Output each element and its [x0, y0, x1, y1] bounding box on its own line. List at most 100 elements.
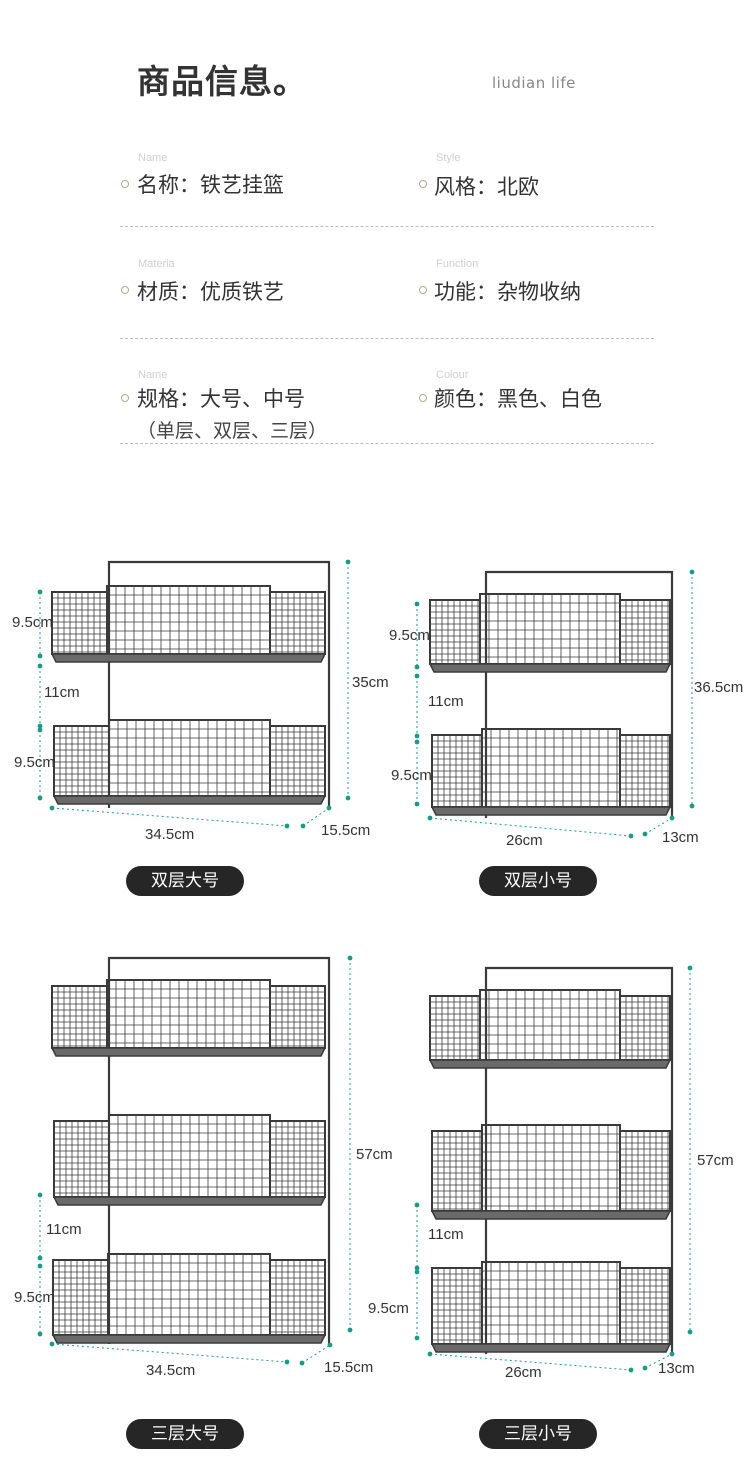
- product-label-pill: 三层大号: [126, 1419, 244, 1449]
- product-label-pill: 双层小号: [479, 866, 597, 896]
- dimension-dot: [414, 673, 420, 679]
- dimension-dot: [687, 965, 693, 971]
- dimension-dot: [37, 653, 43, 659]
- spec-size-sub: （单层、双层、三层）: [137, 420, 328, 442]
- dimension-dot: [284, 1359, 290, 1365]
- dimension-line: [429, 817, 632, 837]
- dimension-dot: [414, 664, 420, 670]
- dim-label: 34.5cm: [146, 1362, 196, 1379]
- basket-side-panel: [269, 1120, 326, 1198]
- label-en-size: Name: [138, 369, 168, 381]
- dimension-dot: [414, 1265, 420, 1271]
- spec-name: 名称：铁艺挂篮: [137, 173, 284, 197]
- bullet-icon: [121, 286, 129, 294]
- dimension-dot: [669, 1351, 675, 1357]
- basket-side-panel: [269, 725, 326, 797]
- dimension-dot: [414, 1335, 420, 1341]
- dim-label: 57cm: [697, 1152, 734, 1169]
- basket-base: [50, 653, 327, 663]
- dimension-dot: [299, 1360, 305, 1366]
- dimension-line: [301, 1344, 331, 1364]
- spec-function: 功能：杂物收纳: [434, 280, 581, 304]
- dimension-dot: [347, 955, 353, 961]
- dim-label: 9.5cm: [12, 614, 53, 631]
- basket-base: [430, 1210, 672, 1220]
- dimension-line: [302, 807, 330, 827]
- basket-side-panel: [52, 1259, 109, 1336]
- dimension-line: [644, 817, 673, 835]
- dim-label: 11cm: [428, 1226, 464, 1243]
- dimension-dot: [414, 733, 420, 739]
- dimension-dot: [327, 1342, 333, 1348]
- dim-label: 13cm: [662, 829, 699, 846]
- dimension-dot: [37, 727, 43, 733]
- dimension-dot: [689, 569, 695, 575]
- dim-label: 26cm: [505, 1364, 542, 1381]
- dimension-dot: [347, 1327, 353, 1333]
- dimension-line: [51, 1343, 288, 1363]
- dimension-dot: [37, 1255, 43, 1261]
- basket-side-panel: [53, 725, 110, 797]
- dim-label: 26cm: [506, 832, 543, 849]
- basket-side-panel: [429, 599, 481, 665]
- basket-side-panel: [269, 985, 326, 1049]
- label-en-function: Function: [436, 258, 479, 270]
- dimension-line: [51, 807, 288, 827]
- dimension-dot: [689, 803, 695, 809]
- basket-side-panel: [51, 591, 108, 655]
- dim-label: 11cm: [428, 693, 464, 710]
- basket-front-panel: [106, 979, 271, 1049]
- dim-label: 9.5cm: [391, 767, 432, 784]
- dim-label: 9.5cm: [389, 627, 430, 644]
- label-en-colour: Colour: [436, 369, 469, 381]
- product-label-pill: 三层小号: [479, 1419, 597, 1449]
- dim-label: 36.5cm: [694, 679, 744, 696]
- dimension-dot: [628, 833, 634, 839]
- page-title: 商品信息。: [137, 62, 307, 101]
- divider: [120, 443, 654, 444]
- spec-style: 风格：北欧: [434, 175, 539, 199]
- dimension-dot: [49, 805, 55, 811]
- dimension-dot: [669, 815, 675, 821]
- dim-label: 9.5cm: [14, 754, 55, 771]
- dim-label: 34.5cm: [145, 826, 195, 843]
- basket-base: [430, 1343, 672, 1353]
- basket-side-panel: [51, 985, 108, 1049]
- dimension-dot: [642, 1365, 648, 1371]
- dimension-dot: [414, 739, 420, 745]
- dimension-dot: [628, 1367, 634, 1373]
- dimension-dot: [284, 823, 290, 829]
- spec-size: 规格：大号、中号: [137, 387, 305, 411]
- basket-front-panel: [479, 593, 621, 665]
- dim-label: 11cm: [46, 1221, 82, 1238]
- spec-colour: 颜色：黑色、白色: [434, 387, 602, 411]
- dimension-dot: [345, 795, 351, 801]
- dim-label: 15.5cm: [324, 1359, 374, 1376]
- label-en-name: Name: [138, 152, 168, 164]
- dimension-dot: [427, 815, 433, 821]
- rack-frame: [484, 570, 674, 818]
- basket-side-panel: [431, 1267, 483, 1345]
- dimension-dot: [345, 559, 351, 565]
- dim-label: 15.5cm: [321, 822, 371, 839]
- dim-label: 57cm: [356, 1146, 393, 1163]
- basket-base: [430, 806, 672, 816]
- brand-name: liudian life: [492, 74, 576, 92]
- dimension-dot: [326, 805, 332, 811]
- dimension-line: [644, 1353, 673, 1369]
- dim-label: 13cm: [658, 1360, 695, 1377]
- dimension-dot: [37, 589, 43, 595]
- basket-base: [52, 795, 327, 805]
- basket-front-panel: [106, 585, 271, 655]
- dimension-dot: [37, 1192, 43, 1198]
- basket-side-panel: [53, 1120, 110, 1198]
- basket-side-panel: [619, 599, 671, 665]
- basket-base: [50, 1047, 327, 1057]
- dimension-dot: [427, 1351, 433, 1357]
- label-en-style: Style: [436, 152, 461, 164]
- basket-side-panel: [269, 1259, 326, 1336]
- label-en-material: Materia: [138, 258, 175, 270]
- dimension-dot: [37, 1331, 43, 1337]
- basket-base: [52, 1196, 327, 1206]
